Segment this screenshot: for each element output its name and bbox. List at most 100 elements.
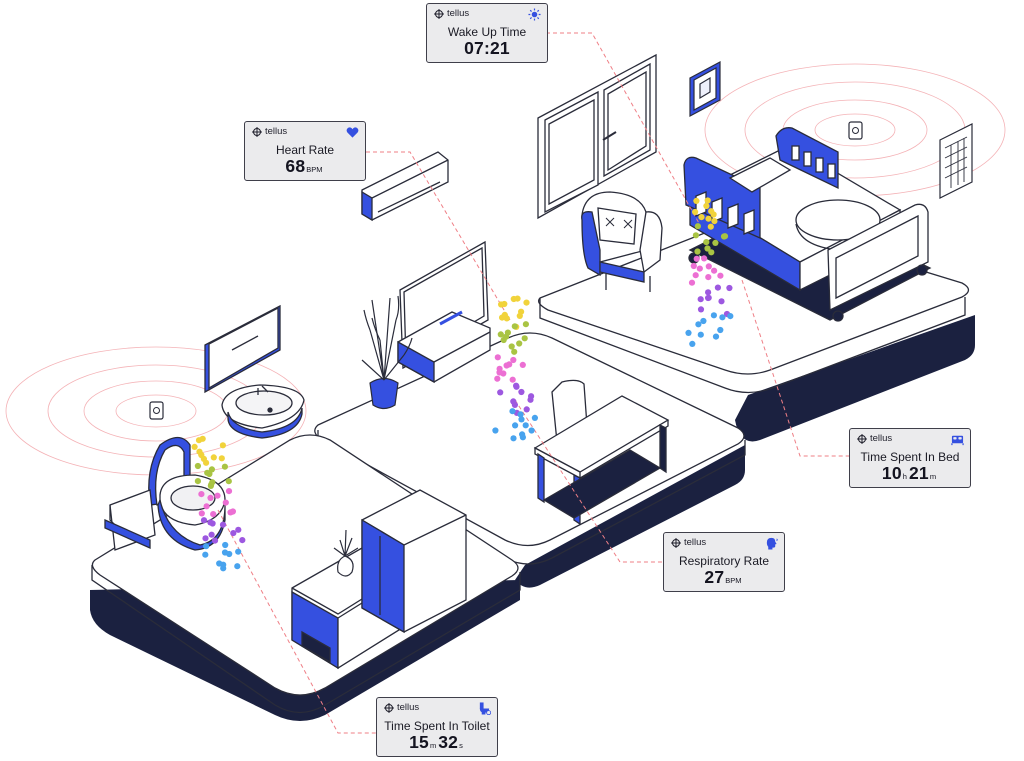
wall-panel: [939, 123, 973, 199]
particle-dot: [693, 255, 700, 262]
particle-dot: [203, 503, 210, 510]
particle-dot: [227, 509, 234, 516]
particle-dot: [199, 435, 206, 442]
particle-dot: [203, 459, 210, 466]
potted-plant: [361, 295, 413, 410]
particle-dot: [204, 469, 211, 476]
particle-dot: [222, 541, 229, 549]
particle-dot: [198, 510, 205, 517]
unit-label: m: [929, 472, 937, 481]
tellus-logo-icon: [671, 537, 681, 548]
card-title: Time Spent In Bed: [860, 450, 960, 464]
particle-dot: [208, 531, 215, 538]
particle-dot: [726, 284, 733, 292]
bathroom-sink: [221, 384, 305, 439]
card-value: 07:21: [464, 38, 510, 58]
wardrobe: [361, 489, 467, 634]
particle-dots-toilet: [191, 435, 246, 572]
particle-dot: [719, 314, 726, 321]
particle-dot: [692, 232, 700, 239]
particle-dot: [492, 427, 499, 434]
particle-dot: [194, 478, 201, 485]
particle-dot: [234, 563, 241, 570]
card-title: Respiratory Rate: [678, 554, 770, 568]
particle-dot: [211, 537, 219, 544]
particle-dot: [500, 336, 507, 344]
vase-plant: [333, 529, 359, 577]
card-value: 27BPM: [704, 567, 742, 587]
bedroom-window: [537, 53, 657, 220]
brand-label: tellus: [384, 702, 419, 713]
particle-dot: [710, 312, 718, 319]
wall-sensor-left: [149, 401, 164, 420]
particle-dot: [511, 323, 518, 330]
particle-dot: [522, 321, 530, 328]
brand-label: tellus: [857, 433, 892, 444]
particle-dot: [721, 233, 729, 240]
particle-dot: [523, 406, 530, 413]
brand-label: tellus: [252, 126, 287, 137]
particle-dot: [225, 478, 232, 485]
particle-dot: [200, 517, 208, 524]
particle-dot: [235, 526, 242, 533]
particle-dot: [690, 262, 697, 270]
hospital-bed: [683, 127, 932, 322]
particle-dot: [500, 370, 507, 377]
particle-dot: [203, 543, 210, 550]
particle-dot: [514, 295, 521, 302]
wake-up-card: tellus Wake Up Time 07:21: [426, 3, 548, 63]
particle-dot: [523, 299, 530, 306]
particle-dot: [499, 314, 506, 321]
particle-dot: [707, 223, 714, 230]
particle-dot: [511, 422, 519, 429]
particle-dot: [689, 340, 696, 347]
particle-dot: [207, 494, 214, 501]
particle-dot: [712, 239, 719, 246]
particle-dot: [705, 294, 712, 301]
desk-and-chair: [533, 379, 670, 526]
air-conditioner: [361, 151, 449, 222]
particle-dot: [511, 348, 518, 355]
particle-dot: [218, 455, 225, 462]
particle-dot: [695, 321, 702, 328]
particle-dot: [705, 289, 712, 296]
armchair: [581, 191, 663, 292]
particle-dot: [712, 333, 720, 340]
particle-dot: [511, 401, 518, 408]
particle-dot: [509, 408, 516, 415]
respiratory-rate-card: tellus Respiratory Rate 27BPM: [663, 532, 785, 592]
particle-dot: [509, 376, 516, 383]
particle-dot: [496, 365, 503, 372]
particle-dot: [226, 550, 233, 558]
brand-label: tellus: [671, 537, 706, 548]
connector-lines: [217, 32, 850, 734]
particle-dot: [202, 535, 209, 542]
particle-dot: [202, 551, 209, 558]
unit-label: BPM: [725, 576, 742, 585]
particle-dot: [714, 284, 722, 291]
particle-dot: [225, 488, 233, 495]
particle-dot: [214, 492, 221, 499]
tv-cabinet: [397, 240, 491, 384]
card-value: 68BPM: [285, 156, 323, 176]
particle-dot: [513, 382, 520, 389]
particle-dot: [694, 223, 702, 230]
particle-dot: [503, 362, 510, 369]
particle-dot: [191, 443, 198, 450]
particle-dot: [692, 208, 699, 216]
particle-dot: [519, 361, 526, 368]
particle-dot: [711, 218, 718, 225]
particle-dot: [697, 331, 704, 338]
particle-dot: [718, 298, 725, 305]
particle-dot: [704, 245, 711, 252]
particle-dot: [697, 296, 704, 303]
particle-dot: [708, 249, 715, 256]
wall-picture: [689, 61, 721, 117]
particle-dot: [717, 326, 724, 334]
particle-dot: [497, 389, 504, 396]
